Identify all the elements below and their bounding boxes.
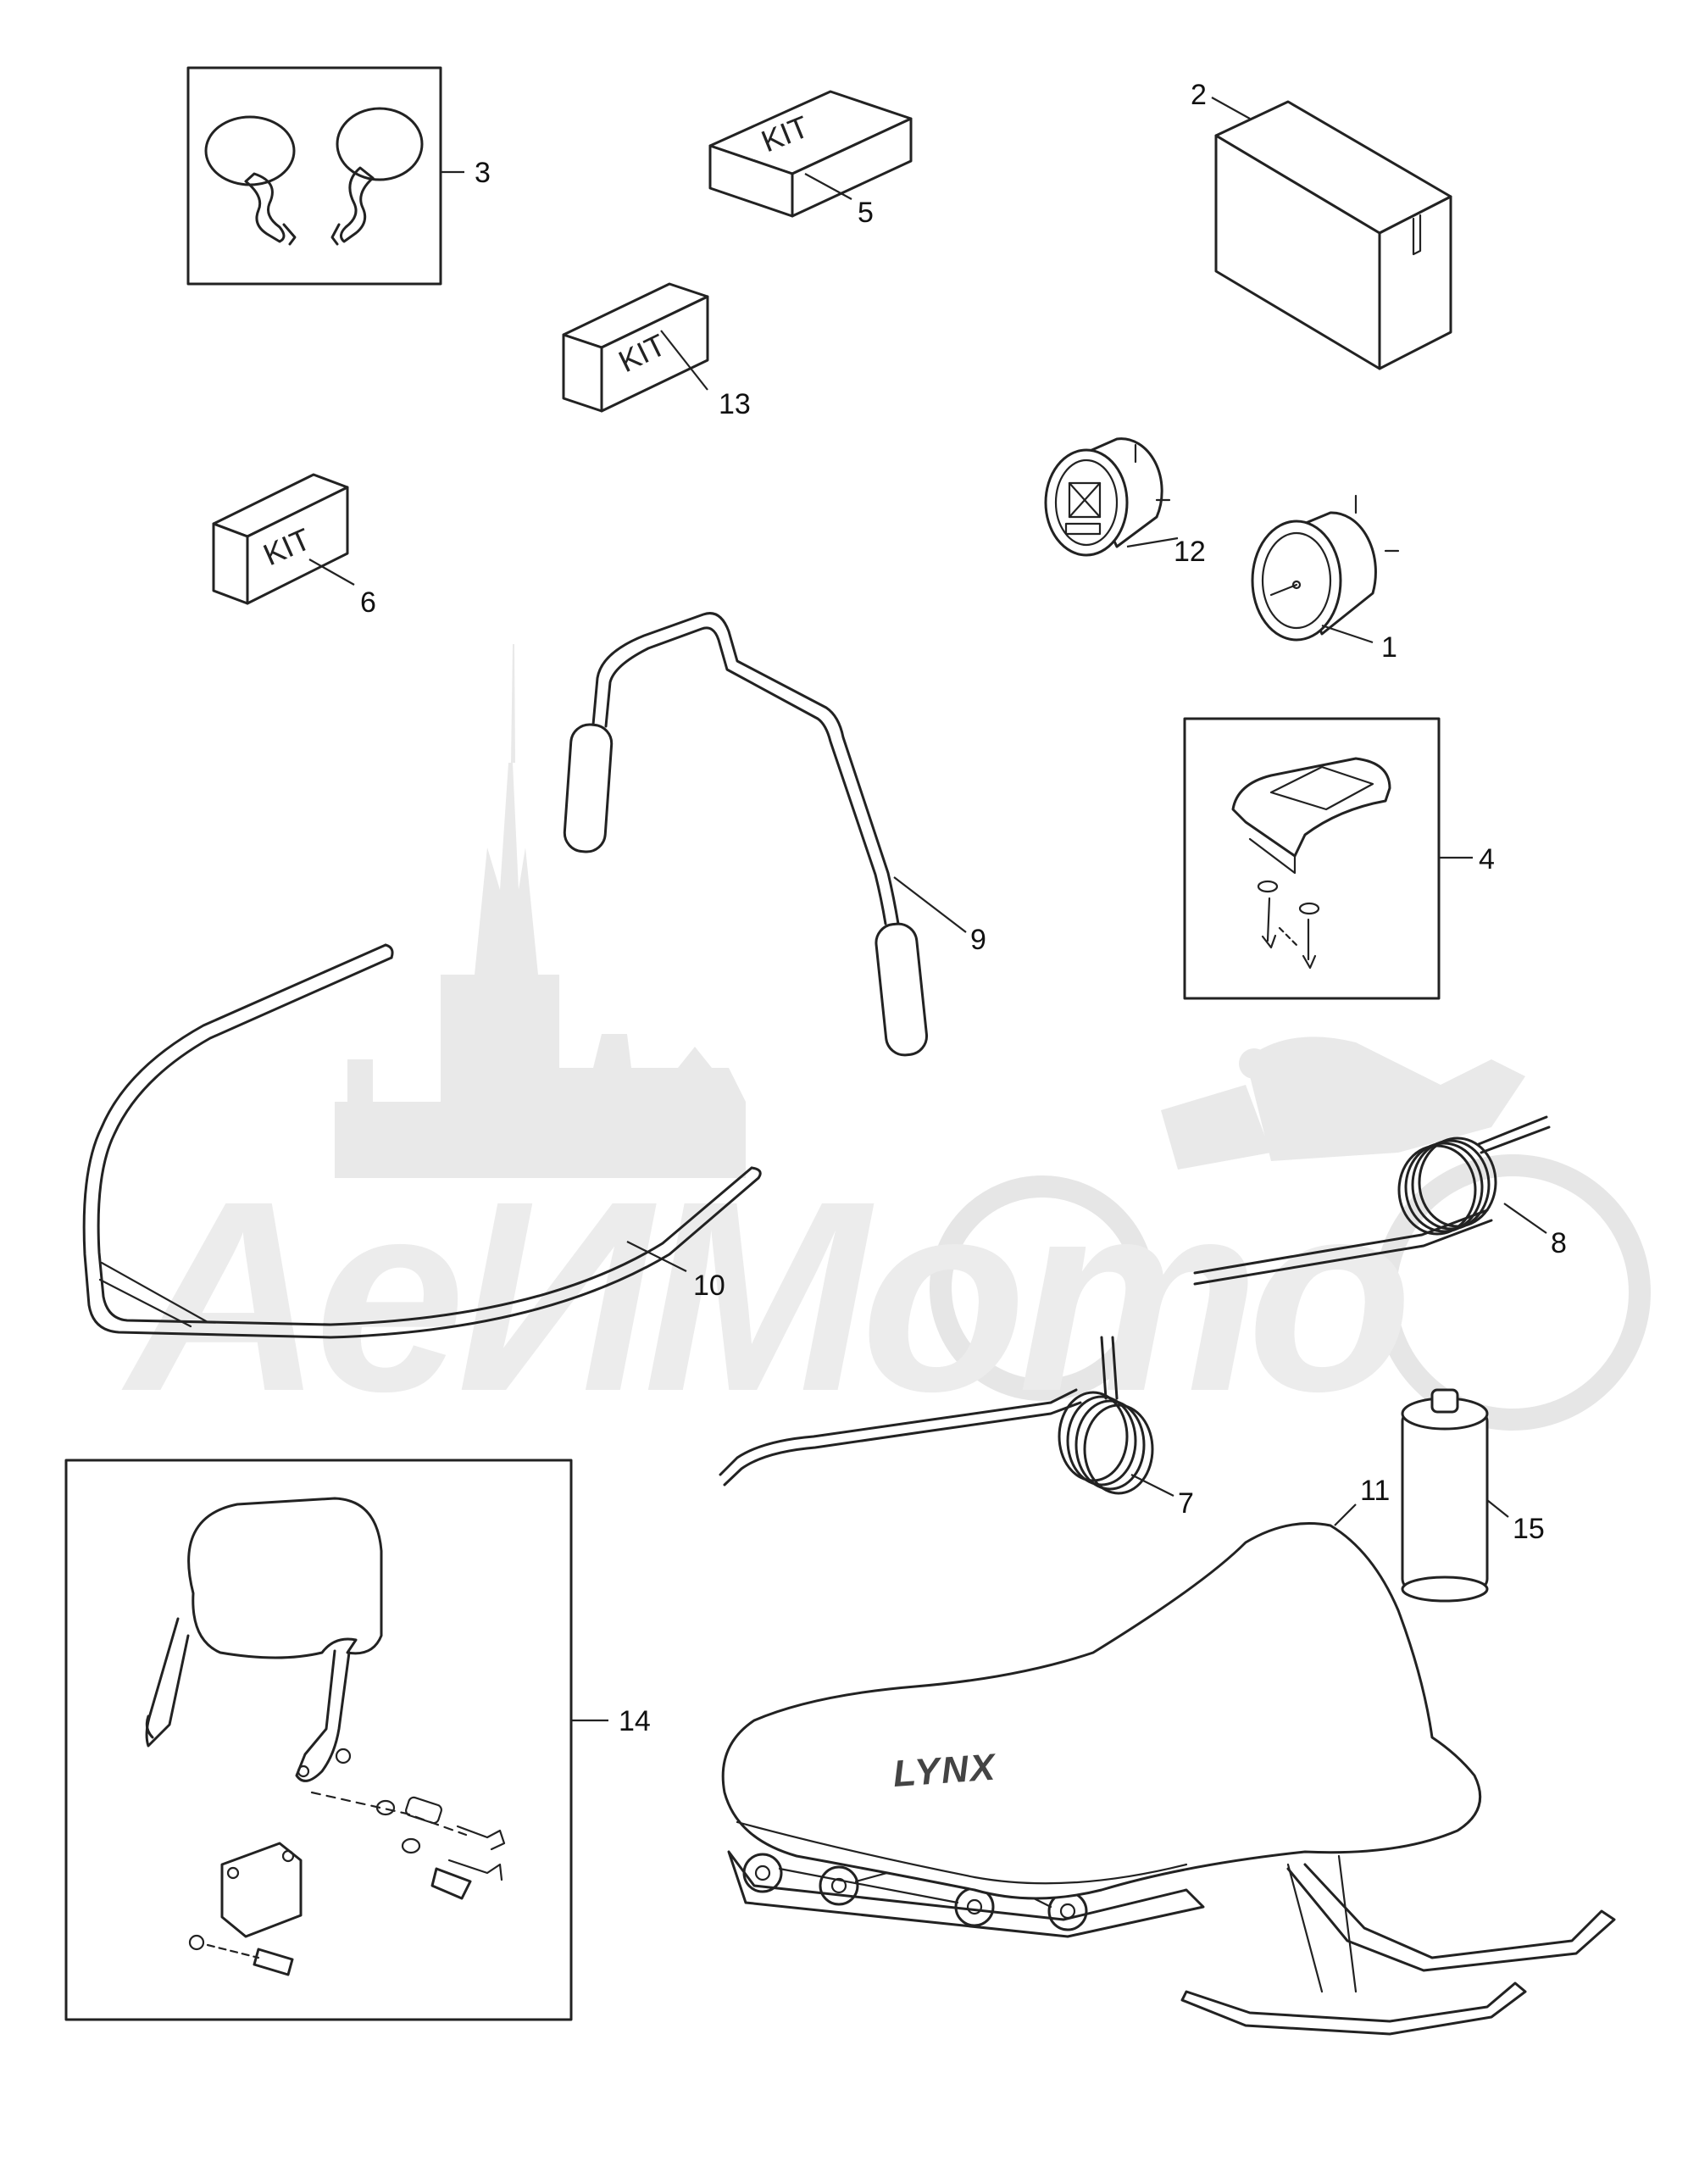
cover-brand-logo: LYNX xyxy=(891,1747,998,1795)
part-5-kit: KIT 5 xyxy=(708,90,913,229)
callout-10: 10 xyxy=(693,1270,725,1302)
part-2-box: 2 xyxy=(1191,79,1452,370)
part-6-kit: KIT 6 xyxy=(212,473,376,619)
watermark-text: AeИMoто xyxy=(119,1144,1408,1448)
part-1-tachometer: 1 xyxy=(1251,494,1400,664)
part-4-cover: 4 xyxy=(1183,717,1495,1000)
part-11-cover: LYNX 11 xyxy=(721,1475,1616,2036)
callout-4: 4 xyxy=(1479,843,1495,875)
part-14-backrest: 14 xyxy=(64,1459,651,2021)
part-8-spring: 8 xyxy=(1193,1115,1567,1286)
callout-14: 14 xyxy=(619,1705,651,1737)
callout-6: 6 xyxy=(360,586,376,619)
callout-7: 7 xyxy=(1178,1487,1194,1520)
watermark-cathedral xyxy=(335,763,746,1178)
callout-5: 5 xyxy=(858,197,874,229)
part-7-spring: 7 xyxy=(719,1336,1194,1520)
callout-13: 13 xyxy=(719,388,751,420)
part-12-gauge: 12 xyxy=(1044,437,1206,568)
part-10-bumper: 10 xyxy=(82,943,762,1339)
part-3-mirrors: 3 xyxy=(186,66,491,286)
callout-1: 1 xyxy=(1381,631,1397,664)
part-9-handlebar: 9 xyxy=(563,612,986,1057)
callout-2: 2 xyxy=(1191,79,1207,111)
part-15-can: 15 xyxy=(1401,1388,1545,1603)
part-13-kit: KIT 13 xyxy=(562,282,751,420)
callout-3: 3 xyxy=(475,157,491,189)
watermark-motorcycle xyxy=(930,1036,1651,1431)
callout-15: 15 xyxy=(1513,1513,1545,1545)
callout-9: 9 xyxy=(970,924,986,956)
callout-11: 11 xyxy=(1360,1475,1390,1507)
watermark: AeИMoто xyxy=(119,644,1651,1448)
callout-12: 12 xyxy=(1174,536,1206,568)
callout-8: 8 xyxy=(1551,1227,1567,1259)
